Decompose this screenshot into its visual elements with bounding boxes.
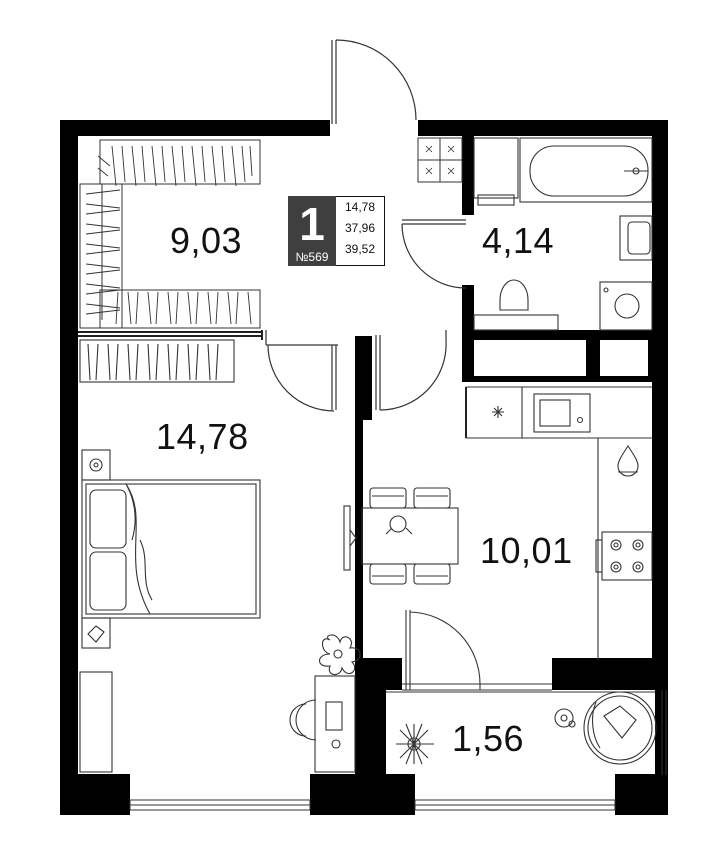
bedroom-furniture [79, 339, 361, 773]
bathroom-fixtures [473, 137, 653, 331]
windows [129, 690, 667, 811]
entrance-door [331, 39, 417, 124]
shoe-cabinet [417, 137, 463, 183]
bedroom-plant [318, 634, 361, 676]
hall-doors [265, 219, 467, 412]
total-area-with-balcony: 39,52 [344, 242, 376, 256]
living-area: 14,78 [344, 200, 376, 214]
bedroom-area-label: 14,78 [156, 416, 249, 457]
kitchen-fixtures [361, 386, 653, 691]
apartment-number: №569 [295, 250, 329, 264]
balcony-items [386, 691, 657, 765]
thin-walls [78, 330, 467, 438]
apartment-areas: 14,78 37,96 39,52 [336, 196, 385, 266]
total-area: 37,96 [344, 221, 376, 235]
wardrobe-shelves [79, 139, 261, 329]
apartment-badge: 1 №569 [288, 196, 336, 266]
kitchen-area-label: 10,01 [480, 530, 573, 571]
bathroom-area-label: 4,14 [482, 220, 555, 261]
balcony-area-label: 1,56 [452, 718, 525, 759]
wardrobe-area-label: 9,03 [170, 220, 243, 261]
shaft-cells [474, 340, 648, 376]
rooms-count: 1 [299, 198, 325, 250]
